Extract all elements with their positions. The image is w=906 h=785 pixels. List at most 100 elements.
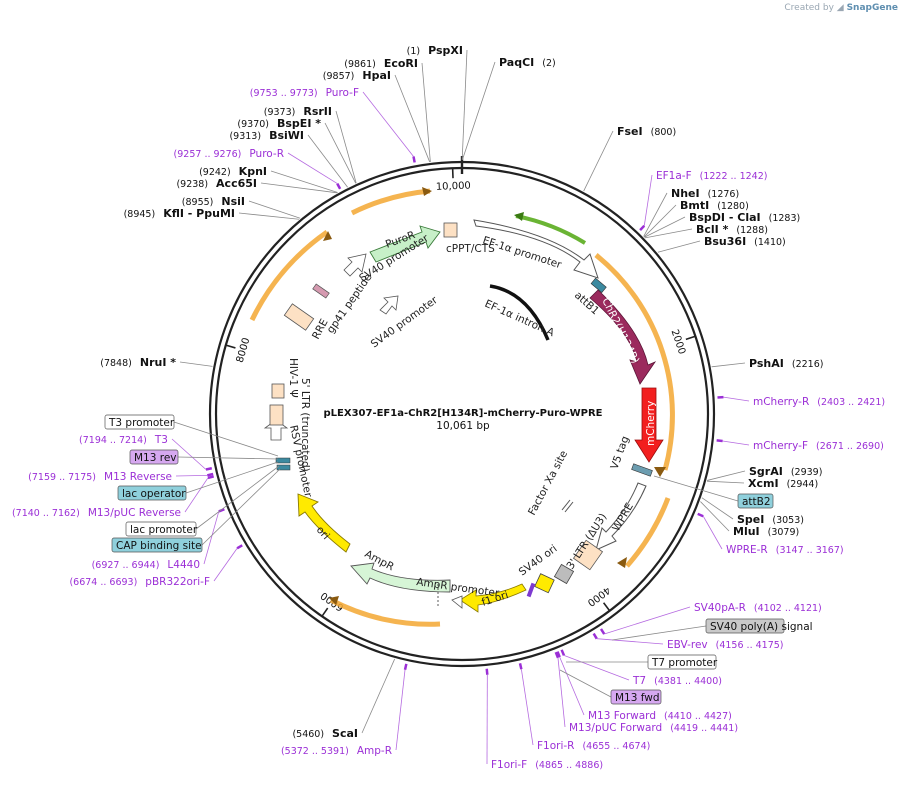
primer-label: (7140 .. 7162)M13/pUC Reverse <box>12 507 181 519</box>
t7-promoter-text: T7 promoter <box>651 657 718 669</box>
watermark-prefix: Created by <box>784 3 834 13</box>
primer-mark <box>717 440 723 441</box>
tick-mark <box>226 345 236 348</box>
snapgene-watermark: Created by ◢ SnapGene <box>784 3 898 13</box>
site-leader <box>249 201 300 218</box>
site-label: (7848)NruI * <box>100 356 176 369</box>
primer-label: M13 Forward(4410 .. 4427) <box>588 710 732 722</box>
sv40-yellow-box <box>535 574 555 593</box>
ef1a-green-arc <box>516 216 585 243</box>
tick-label: 2000 <box>669 328 687 356</box>
site-label: (9857)HpaI <box>323 69 391 82</box>
label-cppt: cPPT/CTS <box>446 243 495 255</box>
t3-promoter-text: T3 promoter <box>108 417 175 429</box>
primer-label: SV40pA-R(4102 .. 4121) <box>694 602 822 614</box>
primer-mark <box>207 474 213 475</box>
plasmid-length: 10,061 bp <box>436 420 490 432</box>
site-leader <box>261 183 337 193</box>
site-leader <box>271 171 338 193</box>
label-chr2: ChR2(H134R) <box>599 296 641 365</box>
t3prom-leader <box>174 422 278 456</box>
primer-leader <box>597 639 663 644</box>
primer-leader <box>644 175 652 226</box>
ltr5-box <box>270 405 283 425</box>
primer-mark <box>237 545 242 548</box>
site-leader <box>180 362 213 366</box>
primer-mark <box>562 650 564 656</box>
factor-xa-mark-1 <box>562 500 570 510</box>
site-leader <box>239 213 299 219</box>
primer-mark <box>337 184 340 189</box>
watermark-brand: SnapGene <box>847 3 898 13</box>
primer-leader <box>396 670 405 750</box>
label-hiv-psi: HIV-1 Ψ <box>287 358 299 398</box>
lac-mark-2 <box>277 465 290 470</box>
hiv-psi-box <box>272 384 284 398</box>
primer-label: T7(4381 .. 4400) <box>632 675 722 687</box>
site-leader <box>658 241 700 252</box>
lac-promoter-text: lac promoter <box>130 524 198 536</box>
tick-mark <box>604 603 610 611</box>
label-sv40-promoter-2: SV40 promoter <box>369 294 441 351</box>
site-leader <box>707 471 745 480</box>
m13-rev-text: M13 rev <box>134 452 177 464</box>
orf-arc-2-head <box>617 557 627 568</box>
label-sv40-ori: SV40 ori <box>517 543 560 579</box>
primer-mark <box>601 629 604 634</box>
primer-mark <box>208 476 214 477</box>
primer-label: (7159 .. 7175)M13 Reverse <box>28 471 172 483</box>
tick-label: 4000 <box>585 584 612 608</box>
ori-arrow <box>298 494 350 552</box>
site-label: (9238)Acc65I <box>176 177 257 190</box>
site-leader <box>462 62 495 160</box>
site-leader <box>707 481 744 483</box>
site-leader <box>712 363 745 367</box>
site-leader <box>644 193 667 236</box>
sv40pa-leader <box>612 626 706 640</box>
primer-leader <box>723 441 749 445</box>
primer-mark <box>487 669 488 675</box>
site-label: MluI(3079) <box>733 525 799 538</box>
tick-label: 10,000 <box>436 181 471 193</box>
attb2-text: attB2 <box>742 496 771 508</box>
site-label: XcmI(2944) <box>748 477 818 490</box>
primer-leader <box>176 475 207 476</box>
primer-label: M13/pUC Forward(4419 .. 4441) <box>569 722 738 734</box>
label-v5-tag: V5 tag <box>609 435 632 471</box>
primer-leader <box>564 655 629 680</box>
site-leader <box>362 659 395 733</box>
rre-box <box>284 304 313 330</box>
primer-label: (6927 .. 6944)L4440 <box>92 559 200 571</box>
gp41-mark <box>313 284 330 298</box>
primer-mark <box>594 634 597 639</box>
sv40-polya-text: SV40 poly(A) signal <box>710 621 813 633</box>
primer-mark <box>520 663 521 669</box>
primer-leader <box>214 548 237 581</box>
primer-leader <box>521 669 533 745</box>
label-ef1a-intron: EF-1α intron A <box>483 298 557 340</box>
orf-arc-4 <box>252 232 327 320</box>
label-mcherry: mCherry <box>645 401 657 446</box>
primer-bind-mark <box>527 583 536 598</box>
site-label: PaqCI(2) <box>499 56 556 69</box>
primer-leader <box>560 657 584 715</box>
primer-leader <box>204 511 219 564</box>
primer-mark <box>698 514 704 516</box>
ampr-promoter-arrow <box>452 596 462 608</box>
site-label: (9370)BspEI * <box>237 117 321 130</box>
primer-mark <box>206 468 212 469</box>
primer-mark <box>640 226 644 230</box>
primer-label: EBV-rev(4156 .. 4175) <box>667 639 784 651</box>
primer-label: WPRE-R(3147 .. 3167) <box>726 544 844 556</box>
site-leader <box>584 131 613 191</box>
snapgene-logo-icon: ◢ <box>837 3 844 13</box>
m13-fwd-text: M13 fwd <box>615 692 660 704</box>
lac-operator-text: lac operator <box>122 488 186 500</box>
v5-tag-mark <box>632 464 653 476</box>
orf-arc-5-head <box>422 187 432 196</box>
primer-leader <box>723 397 749 401</box>
ef1a-green-arc-head <box>514 212 524 221</box>
primer-label: mCherry-F(2671 .. 2690) <box>753 440 884 452</box>
orf-arc-1-head <box>654 467 666 477</box>
